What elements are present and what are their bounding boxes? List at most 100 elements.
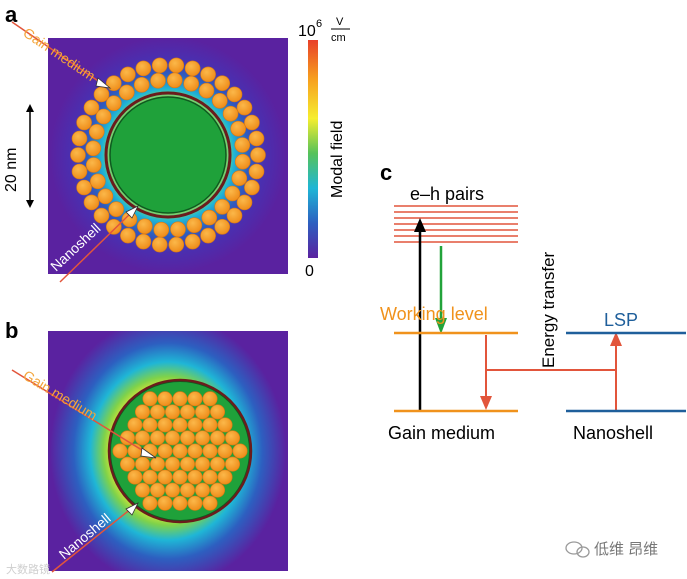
- nanoshell-pointer-arrow-b: [125, 502, 139, 516]
- scale-label: 20 nm: [3, 148, 20, 192]
- gain-bead: [180, 430, 196, 446]
- gain-bead: [195, 404, 211, 420]
- gain-bead: [70, 147, 86, 163]
- gain-bead: [248, 163, 265, 180]
- gain-bead: [180, 404, 196, 420]
- gain-bead: [183, 75, 199, 92]
- gain-bead: [150, 430, 166, 446]
- gain-bead: [157, 417, 173, 433]
- gain-bead: [106, 219, 122, 235]
- transfer-down-arrow-head: [480, 396, 492, 410]
- gain-pointer-line-a: [11, 21, 105, 86]
- gain-medium-beads-a: [70, 57, 266, 253]
- relaxation-arrow-head: [435, 318, 447, 334]
- gain-bead: [150, 72, 166, 89]
- panel-label-c: c: [380, 160, 392, 185]
- gain-bead: [225, 430, 241, 446]
- gain-bead: [150, 482, 166, 498]
- gain-bead: [135, 404, 151, 420]
- gain-bead: [172, 469, 188, 485]
- gain-bead: [214, 199, 230, 215]
- eh-pair-levels: [394, 205, 518, 243]
- nanoshell-pointer-line-b: [51, 507, 133, 573]
- gain-bead: [172, 495, 188, 511]
- gain-bead: [137, 218, 153, 235]
- gain-bead: [127, 417, 143, 433]
- gain-bead: [168, 57, 185, 74]
- gain-bead: [97, 188, 114, 205]
- gain-bead: [135, 482, 151, 498]
- nanoshell-ring-b: [107, 378, 253, 524]
- gain-bead: [195, 456, 211, 472]
- gain-bead: [234, 153, 251, 170]
- gain-bead: [71, 163, 88, 180]
- nanoshell-pointer-arrow-a: [125, 205, 139, 219]
- gain-bead: [135, 456, 151, 472]
- gain-bead: [85, 157, 102, 173]
- gain-bead: [106, 75, 122, 91]
- core-a: [109, 96, 227, 214]
- gain-bead: [214, 75, 230, 91]
- gain-bead: [187, 391, 203, 407]
- colorbar-top-base: 10: [298, 23, 316, 40]
- gain-bead: [93, 86, 110, 103]
- gain-bead: [230, 120, 246, 137]
- gain-pointer-arrow-b: [140, 447, 157, 459]
- gain-pointer-arrow-a: [95, 77, 112, 89]
- gain-bead: [83, 194, 100, 211]
- gain-bead: [186, 217, 203, 233]
- gain-bead: [187, 443, 203, 459]
- gain-bead: [212, 93, 228, 109]
- gain-bead: [184, 60, 201, 77]
- gain-bead: [118, 84, 135, 101]
- eh-pairs-label: e–h pairs: [410, 184, 484, 204]
- transfer-up-arrow-head: [610, 332, 622, 346]
- panel-label-a: a: [5, 2, 18, 27]
- gain-bead: [210, 430, 226, 446]
- gain-bead: [214, 219, 230, 235]
- gain-bead: [88, 124, 105, 140]
- colorbar-title: Modal field: [329, 121, 346, 198]
- gain-bead: [224, 185, 241, 202]
- gain-bead: [226, 86, 243, 103]
- gain-bead: [76, 114, 92, 131]
- gain-bead: [85, 140, 102, 157]
- gain-bead: [120, 456, 136, 472]
- gain-bead: [165, 430, 181, 446]
- gain-bead: [236, 194, 253, 211]
- gain-bead: [187, 495, 203, 511]
- gain-bead: [202, 417, 218, 433]
- gain-bead: [244, 179, 260, 196]
- gain-bead: [151, 57, 168, 74]
- nanoshell-ring-a: [104, 91, 232, 219]
- gain-bead: [150, 404, 166, 420]
- colorbar-unit-den: cm: [331, 32, 346, 44]
- gain-bead: [135, 60, 152, 77]
- gain-bead: [133, 77, 150, 93]
- gain-bead: [157, 495, 173, 511]
- gain-bead: [244, 114, 260, 131]
- gain-bead: [135, 233, 152, 250]
- gain-bead: [153, 221, 170, 238]
- gain-bead: [120, 430, 136, 446]
- lsp-label: LSP: [604, 310, 638, 330]
- gain-bead: [120, 227, 136, 244]
- panel-b-field-map: [48, 331, 288, 571]
- gain-bead: [201, 209, 218, 226]
- gain-bead: [210, 482, 226, 498]
- nanoshell-level-label: Nanoshell: [573, 423, 653, 443]
- gain-bead: [120, 66, 136, 83]
- pump-arrow-head: [414, 218, 426, 232]
- gain-bead: [165, 482, 181, 498]
- gain-bead: [142, 417, 158, 433]
- gain-bead: [135, 430, 151, 446]
- gain-bead: [202, 495, 218, 511]
- gain-bead: [184, 233, 201, 250]
- gain-bead: [165, 456, 181, 472]
- gain-bead: [71, 130, 88, 147]
- panel-a-field-map: [48, 38, 288, 274]
- gain-bead: [217, 443, 233, 459]
- gain-medium-level-label: Gain medium: [388, 423, 495, 443]
- gain-bead: [226, 207, 243, 224]
- gain-bead: [236, 99, 253, 116]
